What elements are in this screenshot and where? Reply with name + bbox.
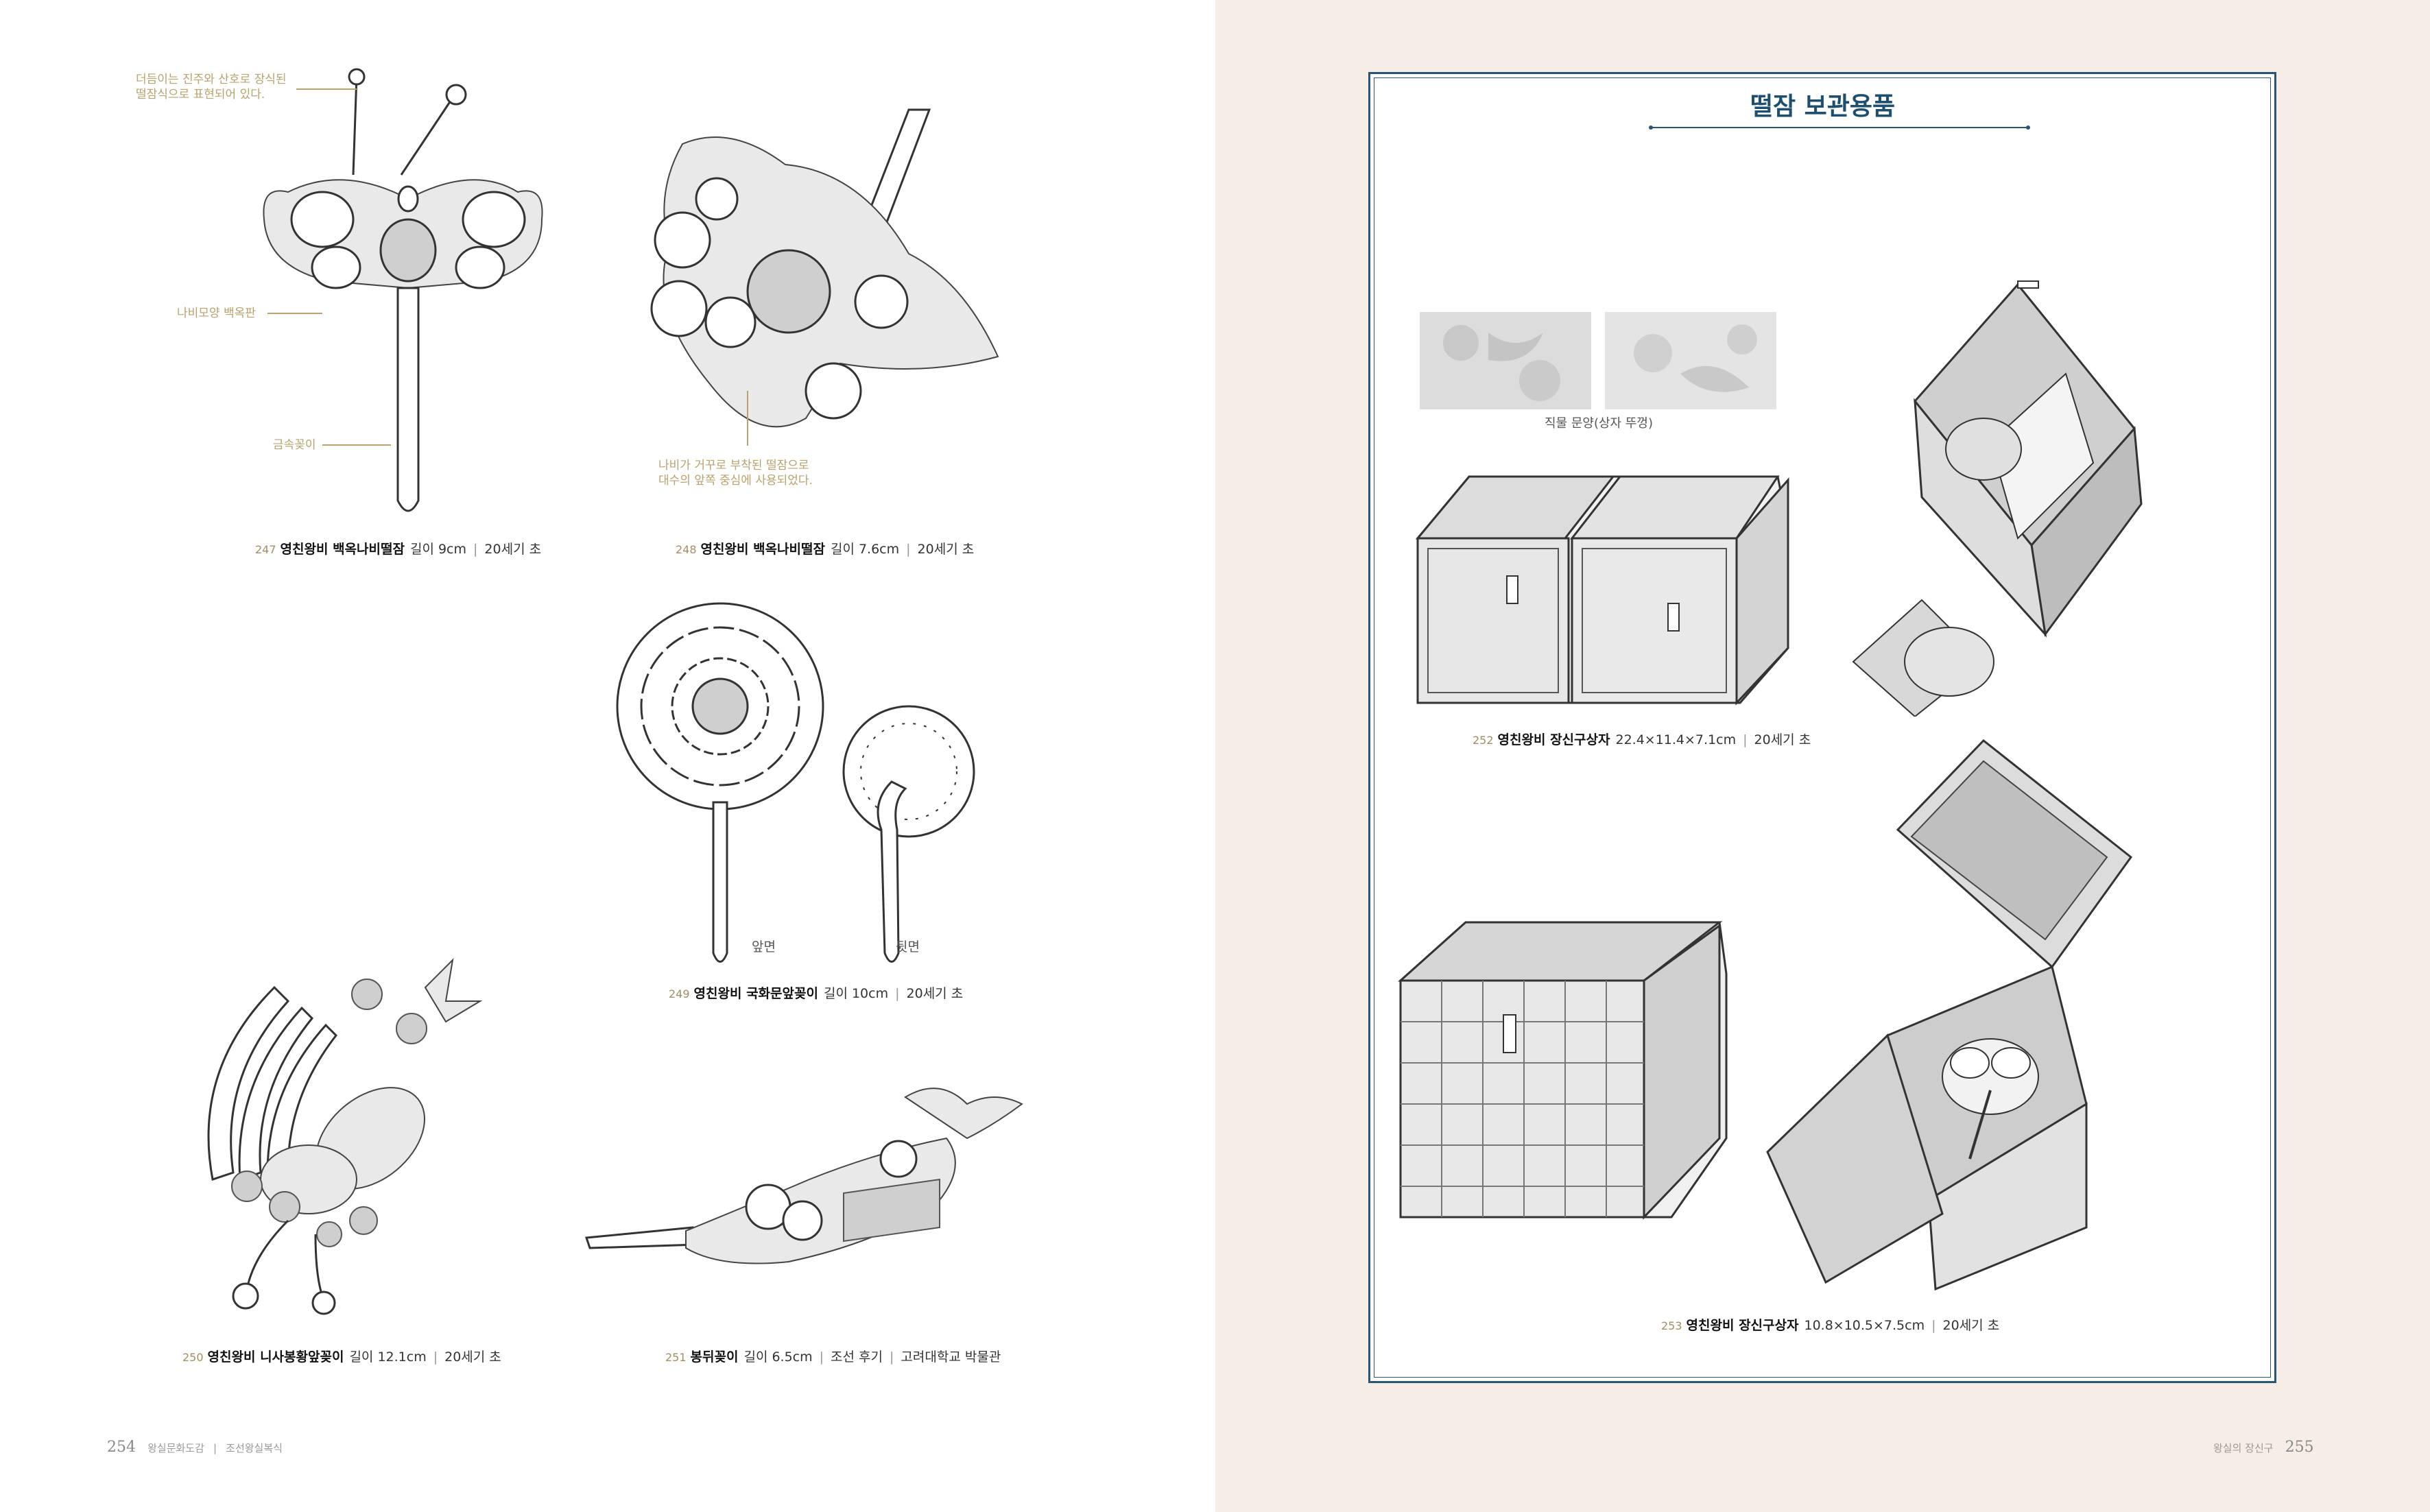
fabric-pattern-label: 직물 문양(상자 뚜껑) — [1545, 416, 1653, 431]
caption-size: 길이 6.5cm — [743, 1349, 813, 1365]
annotation-line: 떨잠식으로 표현되어 있다. — [136, 88, 265, 101]
caption-247: 247 영친왕비 백옥나비떨잠 길이 9cm | 20세기 초 — [255, 539, 541, 557]
left-page: 더듬이는 진주와 산호로 장식된 떨잠식으로 표현되어 있다. 나비모양 백옥판… — [107, 68, 1023, 1456]
caption-title: 영친왕비 니사봉황앞꽂이 — [207, 1349, 344, 1365]
caption-title: 영친왕비 국화문앞꽂이 — [693, 986, 818, 1001]
back-pin-251-illustration — [584, 1088, 1023, 1264]
caption-size: 22.4×11.4×7.1cm — [1615, 732, 1737, 747]
caption-period: 20세기 초 — [917, 542, 975, 557]
caption-number: 252 — [1473, 734, 1494, 747]
page-number: 254 — [107, 1439, 136, 1456]
caption-title: 영친왕비 백옥나비떨잠 — [700, 542, 825, 557]
left-folio: 254 왕실문화도감 | 조선왕실복식 — [107, 1439, 283, 1456]
caption-title: 봉뒤꽂이 — [690, 1349, 739, 1365]
caption-separator: | — [1931, 1318, 1936, 1333]
caption-period: 20세기 초 — [484, 542, 542, 557]
caption-separator: | — [819, 1349, 824, 1365]
caption-owner: 고려대학교 박물관 — [901, 1349, 1001, 1365]
front-side-label: 앞면 — [752, 939, 776, 955]
jewelry-box-253-closed-illustration — [1398, 921, 1728, 1220]
caption-title: 영친왕비 장신구상자 — [1686, 1318, 1799, 1333]
annotation-feelers: 더듬이는 진주와 산호로 장식된 떨잠식으로 표현되어 있다. — [136, 72, 287, 102]
caption-size: 10.8×10.5×7.5cm — [1804, 1318, 1925, 1333]
caption-size: 길이 12.1cm — [349, 1349, 427, 1365]
back-side-label: 뒷면 — [896, 939, 920, 955]
fabric-pattern-swatches — [1420, 312, 1776, 409]
annotation-line: 더듬이는 진주와 산호로 장식된 — [136, 73, 287, 86]
caption-title: 영친왕비 장신구상자 — [1497, 732, 1610, 747]
title-underline — [1649, 125, 2030, 130]
jewelry-box-252-closed-illustration — [1415, 475, 1789, 706]
annotation-metal-pin: 금속꽂이 — [273, 438, 316, 452]
caption-title: 영친왕비 백옥나비떨잠 — [280, 542, 405, 557]
right-page: 떨잠 보관용품 직물 문양(상자 뚜껑) — [1215, 0, 2430, 1512]
caption-size: 길이 10cm — [823, 986, 889, 1001]
caption-number: 249 — [669, 987, 690, 1000]
annotation-line: 나비가 거꾸로 부착된 떨잠으로 — [658, 459, 809, 472]
caption-separator: | — [433, 1349, 438, 1365]
panel-inner-border — [1374, 77, 2271, 1378]
book-title: 왕실문화도감 — [147, 1442, 204, 1454]
caption-separator: | — [906, 542, 911, 557]
butterfly-hairpin-248-illustration — [650, 108, 999, 428]
caption-period: 조선 후기 — [831, 1349, 883, 1365]
caption-period: 20세기 초 — [1942, 1318, 2000, 1333]
folio-separator: | — [213, 1442, 217, 1454]
butterfly-hairpin-247-illustration — [263, 68, 543, 512]
caption-period: 20세기 초 — [1754, 732, 1811, 747]
jewelry-box-253-open-illustration — [1766, 739, 2133, 1291]
jewelry-box-252-open-illustration — [1852, 280, 2143, 717]
caption-period: 20세기 초 — [906, 986, 964, 1001]
page-number: 255 — [2285, 1439, 2314, 1456]
annotation-butterfly-bottom: 나비가 거꾸로 부착된 떨잠으로 대수의 앞쪽 중심에 사용되었다. — [658, 458, 813, 488]
caption-period: 20세기 초 — [444, 1349, 501, 1365]
annotation-line: 대수의 앞쪽 중심에 사용되었다. — [658, 474, 813, 488]
caption-size: 길이 9cm — [409, 542, 467, 557]
leader-lines — [267, 88, 748, 446]
book-title: 왕실의 장신구 — [2213, 1442, 2274, 1454]
panel-title: 떨잠 보관용품 — [1750, 92, 1896, 121]
caption-number: 251 — [665, 1351, 687, 1364]
caption-number: 253 — [1661, 1319, 1682, 1332]
phoenix-front-pin-250-illustration — [207, 958, 483, 1315]
chapter-title: 조선왕실복식 — [226, 1442, 283, 1454]
caption-number: 250 — [182, 1351, 204, 1364]
caption-separator: | — [895, 986, 900, 1001]
chrysanthemum-hairpin-249-illustration — [616, 602, 975, 963]
caption-separator: | — [890, 1349, 894, 1365]
caption-separator: | — [473, 542, 478, 557]
caption-separator: | — [1743, 732, 1748, 747]
right-folio: 왕실의 장신구 255 — [2213, 1439, 2314, 1456]
caption-number: 247 — [255, 543, 276, 556]
caption-size: 길이 7.6cm — [830, 542, 900, 557]
caption-number: 248 — [676, 543, 697, 556]
annotation-butterfly-plate: 나비모양 백옥판 — [177, 307, 256, 320]
caption-253: 253 영친왕비 장신구상자 10.8×10.5×7.5cm | 20세기 초 — [1661, 1315, 1999, 1334]
